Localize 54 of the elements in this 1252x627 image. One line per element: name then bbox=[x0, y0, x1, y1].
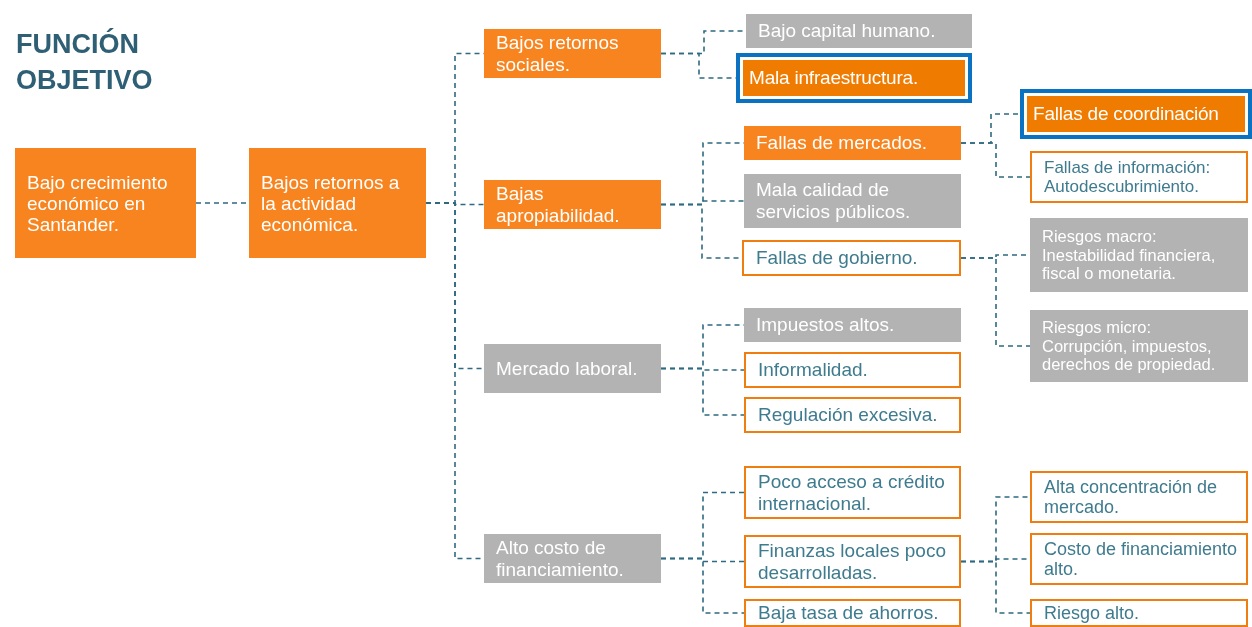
connector-line bbox=[660, 367, 745, 416]
node-text: Fallas de gobierno. bbox=[756, 247, 918, 269]
outlined-box bbox=[744, 599, 961, 627]
outlined-box bbox=[1030, 471, 1248, 523]
connector-line bbox=[960, 257, 1031, 347]
node-text: Regulación excesiva. bbox=[758, 404, 938, 426]
connector-line bbox=[960, 560, 1031, 614]
node-text: Alto costo de financiamiento. bbox=[496, 536, 625, 581]
node-text: Costo de financiamiento alto. bbox=[1044, 539, 1238, 579]
outlined-box bbox=[742, 240, 961, 276]
highlighted-box bbox=[736, 53, 972, 103]
process-box bbox=[484, 534, 661, 583]
process-box bbox=[1030, 310, 1248, 382]
process-box bbox=[484, 344, 661, 393]
node-text: Bajo capital humano. bbox=[758, 20, 936, 42]
process-box bbox=[484, 180, 661, 229]
outlined-box bbox=[744, 466, 961, 519]
node-text: Mala calidad de servicios públicos. bbox=[756, 179, 912, 223]
node-text: Poco acceso a crédito internacional. bbox=[758, 470, 946, 515]
node-text: Alta concentración de mercado. bbox=[1044, 477, 1219, 517]
node-text: Riesgo alto. bbox=[1044, 603, 1140, 623]
node-text: Bajo crecimiento económico en Santander. bbox=[27, 171, 169, 235]
outlined-box bbox=[1030, 533, 1248, 585]
process-box bbox=[744, 126, 961, 160]
node-text: Baja tasa de ahorros. bbox=[758, 602, 939, 624]
connector-line bbox=[660, 557, 745, 614]
process-box bbox=[744, 174, 961, 228]
process-box bbox=[15, 148, 196, 258]
process-box bbox=[746, 14, 972, 48]
node-text: Riesgos macro: Inestabilidad financiera, fiscal o monetaria. bbox=[1042, 227, 1217, 283]
node-text: Impuestos altos. bbox=[756, 314, 895, 336]
node-text: Bajos retornos a la actividad económica. bbox=[261, 171, 401, 235]
node-text: Mercado laboral. bbox=[496, 357, 638, 380]
process-box bbox=[249, 148, 426, 258]
node-text: Bajos retornos sociales. bbox=[496, 31, 620, 76]
highlighted-box bbox=[1020, 89, 1252, 139]
node-text: Finanzas locales poco desarrolladas. bbox=[758, 539, 947, 584]
process-box bbox=[744, 308, 961, 342]
node-text: Mala infraestructura. bbox=[749, 67, 918, 89]
node-text: Fallas de coordinación bbox=[1033, 103, 1219, 125]
connector-line bbox=[960, 142, 1031, 178]
outlined-box bbox=[744, 535, 961, 588]
outlined-box bbox=[744, 397, 961, 433]
node-text: Fallas de información: Autodescubrimiento. bbox=[1044, 158, 1212, 196]
diagram-title: FUNCIÓN OBJETIVO bbox=[16, 27, 154, 97]
process-box bbox=[1030, 218, 1248, 292]
outlined-box bbox=[1030, 599, 1248, 627]
node-text: Bajas apropiabilidad. bbox=[496, 182, 621, 227]
outlined-box bbox=[1030, 151, 1248, 203]
node-text: Fallas de mercados. bbox=[756, 132, 928, 154]
node-text: Informalidad. bbox=[758, 359, 868, 381]
outlined-box bbox=[744, 352, 961, 388]
node-text: Riesgos micro: Corrupción, impuestos, derechos de propiedad. bbox=[1042, 318, 1217, 374]
process-box bbox=[484, 29, 661, 78]
